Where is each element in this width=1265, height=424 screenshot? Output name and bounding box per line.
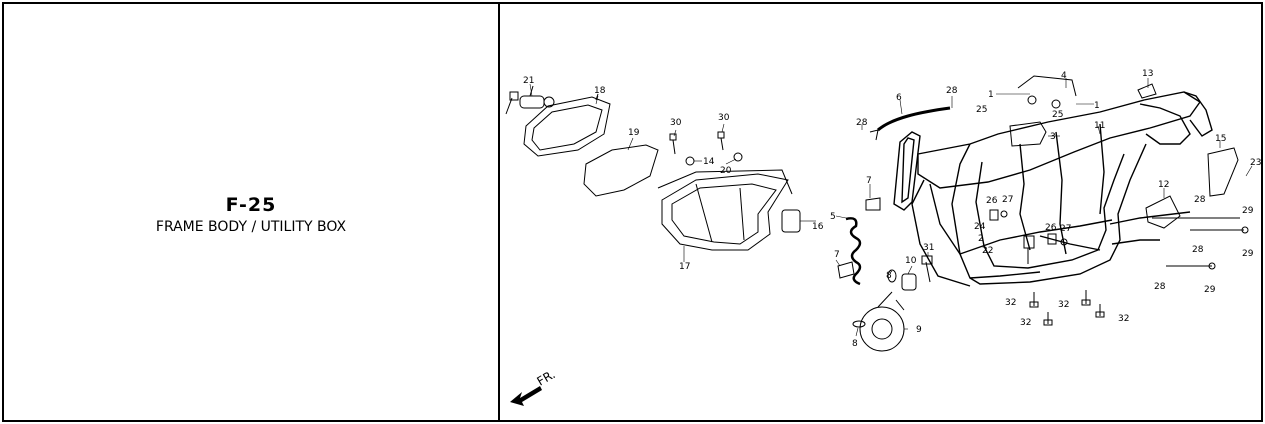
hose-6-part	[877, 106, 951, 132]
callout-28b: 28	[946, 86, 958, 96]
callout-8a: 8	[886, 271, 892, 281]
callout-25b: 25	[1052, 110, 1063, 120]
callout-29a: 29	[1242, 206, 1254, 216]
gasket-part	[583, 144, 659, 197]
callout-6: 6	[896, 93, 902, 103]
utility-box-lid-part	[523, 93, 611, 157]
callout-13: 13	[1142, 69, 1153, 79]
callout-12: 12	[1158, 180, 1169, 190]
long-bolt-parts	[1152, 217, 1249, 270]
callout-27b: 27	[1060, 224, 1071, 234]
callouts: 21 18 19 30 30 14 20 17 16 6 28 28 5 7 7…	[523, 69, 1261, 349]
grommet-part	[781, 209, 801, 233]
callout-22: 22	[982, 246, 993, 256]
diagram-code: F-25	[225, 194, 277, 216]
callout-15: 15	[1215, 134, 1226, 144]
callout-28a: 28	[856, 118, 868, 128]
callout-7a: 7	[866, 176, 872, 186]
breather-tube-part	[845, 217, 862, 286]
callout-32b: 32	[1058, 300, 1069, 310]
frame-bolt-parts	[1029, 290, 1105, 326]
callout-30a: 30	[670, 118, 682, 128]
callout-7b: 7	[834, 250, 840, 260]
callout-16: 16	[812, 222, 824, 232]
callout-28c: 28	[1194, 195, 1206, 205]
horn-part	[859, 291, 905, 352]
front-direction-label: FR.	[535, 367, 558, 388]
callout-24: 24	[974, 222, 986, 232]
callout-17: 17	[679, 262, 690, 272]
small-fastener-parts	[852, 255, 933, 328]
callout-29c: 29	[1204, 285, 1216, 295]
key-lock-part	[505, 85, 555, 115]
callout-26b: 26	[1045, 223, 1057, 233]
panel-divider	[498, 2, 500, 420]
side-bracket-parts	[1137, 83, 1239, 229]
bracket-part	[1009, 75, 1077, 147]
callout-23: 23	[1250, 158, 1261, 168]
callout-32c: 32	[1020, 318, 1031, 328]
callout-1b: 1	[1094, 101, 1100, 111]
diagram-title: FRAME BODY / UTILITY BOX	[155, 219, 347, 235]
parts-diagram: FR. 21 18 19 30 30 14 20 17 16 6 28 28 5…	[500, 4, 1261, 418]
leader-lines	[529, 78, 1253, 337]
mount-hardware-parts	[989, 209, 1068, 264]
exploded-view: FR. 21 18 19 30 30 14 20 17 16 6 28 28 5…	[505, 69, 1261, 406]
callout-1a: 1	[988, 90, 994, 100]
callout-27a: 27	[1002, 195, 1013, 205]
callout-8b: 8	[852, 339, 858, 349]
callout-4: 4	[1061, 71, 1067, 81]
callout-11: 11	[1094, 121, 1105, 131]
bolt-30-part	[669, 131, 725, 155]
callout-10: 10	[905, 256, 917, 266]
callout-20: 20	[720, 166, 732, 176]
callout-31: 31	[923, 243, 934, 253]
callout-5: 5	[830, 212, 836, 222]
callout-3: 3	[1050, 132, 1056, 142]
callout-28e: 28	[1154, 282, 1166, 292]
callout-25a: 25	[976, 105, 987, 115]
callout-19: 19	[628, 128, 640, 138]
front-direction-arrow	[510, 386, 542, 406]
callout-9: 9	[916, 325, 922, 335]
clamp-7-part	[837, 197, 881, 279]
callout-30b: 30	[718, 113, 730, 123]
title-panel: F-25 FRAME BODY / UTILITY BOX	[4, 4, 498, 418]
callout-32d: 32	[1118, 314, 1129, 324]
callout-28d: 28	[1192, 245, 1204, 255]
callout-32a: 32	[1005, 298, 1016, 308]
callout-21: 21	[523, 76, 534, 86]
callout-29b: 29	[1242, 249, 1254, 259]
callout-2: 2	[978, 234, 984, 244]
callout-26a: 26	[986, 196, 998, 206]
callout-18: 18	[594, 86, 606, 96]
utility-box-part	[657, 169, 793, 251]
callout-14: 14	[703, 157, 715, 167]
